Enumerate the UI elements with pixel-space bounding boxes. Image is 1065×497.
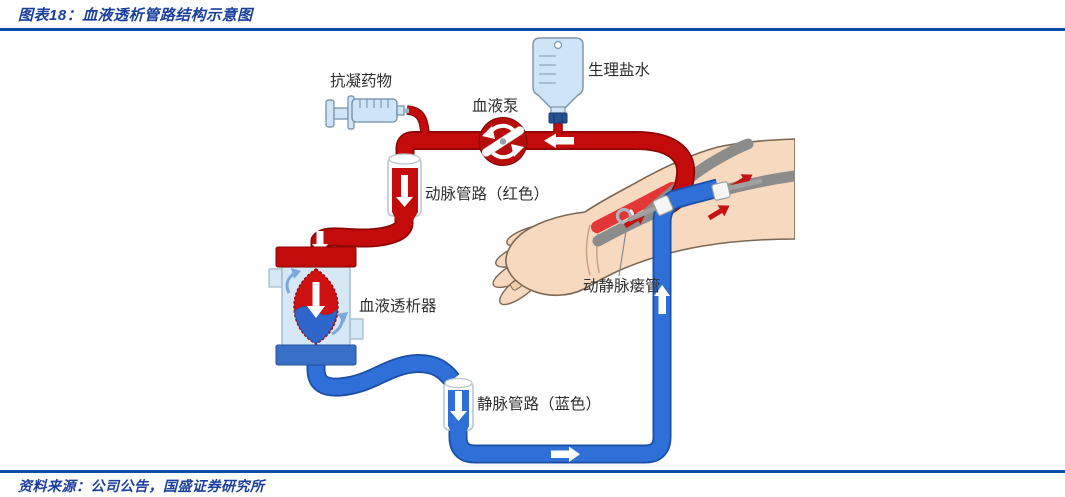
flow-arrow-left bbox=[544, 133, 574, 148]
blood-flow-arrow bbox=[707, 205, 730, 221]
venous-drip-chamber bbox=[443, 377, 474, 436]
label-venous-line: 静脉管路（蓝色） bbox=[477, 395, 601, 413]
bag-port-cap bbox=[548, 112, 568, 124]
arterial-needle bbox=[627, 195, 674, 222]
flow-arrow-right bbox=[551, 446, 580, 462]
footer-divider-rule bbox=[0, 470, 1065, 473]
dialyzer-bottom-cap bbox=[275, 344, 357, 366]
syringe bbox=[325, 95, 409, 130]
bag-hanger-hole bbox=[553, 40, 563, 50]
dialyzer bbox=[268, 246, 364, 366]
figure-source: 资料来源：公司公告，国盛证券研究所 bbox=[18, 478, 265, 494]
title-divider-rule bbox=[0, 28, 1065, 31]
fistula-label-pointer bbox=[618, 230, 627, 277]
arterial-drip-chamber bbox=[387, 153, 422, 224]
syringe-graduations bbox=[359, 99, 389, 108]
dialyzer-top-cap bbox=[275, 246, 357, 268]
label-arterial-line: 动脉管路（红色） bbox=[425, 185, 549, 203]
label-anticoagulant: 抗凝药物 bbox=[330, 72, 392, 90]
label-saline: 生理盐水 bbox=[588, 61, 651, 79]
saline-bag bbox=[532, 37, 584, 124]
venous-tubing bbox=[306, 178, 721, 464]
label-av-fistula: 动静脉瘘管 bbox=[583, 277, 661, 295]
bag-graduations bbox=[539, 55, 556, 84]
flow-arrow-up bbox=[654, 285, 670, 314]
figure-title: 图表18：血液透析管路结构示意图 bbox=[18, 7, 253, 24]
label-blood-pump: 血液泵 bbox=[472, 97, 519, 115]
artery-vessel bbox=[591, 182, 678, 233]
wrist-crease bbox=[585, 224, 591, 276]
blood-pump bbox=[478, 117, 528, 166]
syringe-tip bbox=[404, 108, 409, 113]
venous-needle bbox=[711, 178, 763, 201]
hemodialysis-circuit-diagram: 抗凝药物 血液泵 生理盐水 动脉管路（红色） 血液透析器 动静脉瘘管 静脉管路（… bbox=[268, 37, 795, 464]
needle-hub bbox=[711, 181, 731, 201]
pump-axle bbox=[499, 138, 507, 145]
label-dialyzer: 血液透析器 bbox=[359, 297, 437, 315]
needle-hub bbox=[652, 195, 674, 216]
